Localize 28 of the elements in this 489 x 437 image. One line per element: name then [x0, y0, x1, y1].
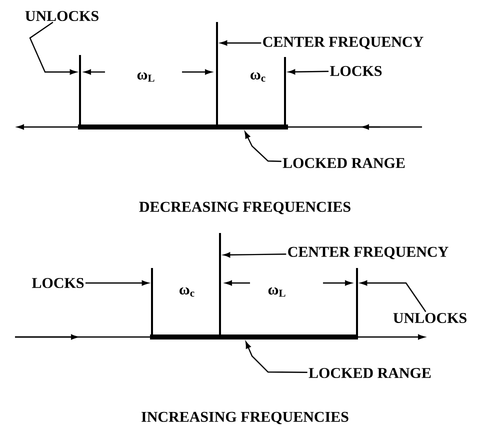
leader-line [360, 280, 426, 312]
dimension-label: ω$_{L}$ [268, 287, 286, 297]
tick-line [151, 268, 153, 337]
callout-text: LOCKED RANGE [282, 158, 405, 168]
callout-text: CENTER FREQUENCY [263, 36, 424, 50]
callout-text: LOCKS [32, 278, 84, 288]
callout-text: UNLOCKS [393, 312, 466, 324]
tick-line [284, 57, 286, 127]
tick-line [79, 55, 81, 127]
callout-text: LOCKED RANGE [308, 368, 431, 378]
leader-line [220, 40, 262, 46]
tick-line [219, 233, 221, 337]
dimension-label: ω$_{L}$ [137, 72, 154, 82]
leader-line [246, 342, 308, 373]
leader-line [244, 132, 282, 162]
callout-text: LOCKS [330, 66, 382, 76]
tick-line [216, 22, 218, 127]
leader-line [288, 69, 329, 74]
leader-line [29, 22, 77, 75]
leader-line [85, 280, 149, 286]
dimension-label: ω$_{c}$ [250, 72, 266, 82]
dimension-label: ω$_{c}$ [180, 287, 194, 297]
callout-text: UNLOCKS [25, 10, 98, 22]
panel-caption: DECREASING FREQUENCIES [139, 202, 350, 214]
tick-line [356, 268, 358, 337]
callout-text: CENTER FREQUENCY [288, 246, 448, 260]
panel-caption: INCREASING FREQUENCIES [142, 412, 348, 424]
leader-line [223, 252, 286, 258]
